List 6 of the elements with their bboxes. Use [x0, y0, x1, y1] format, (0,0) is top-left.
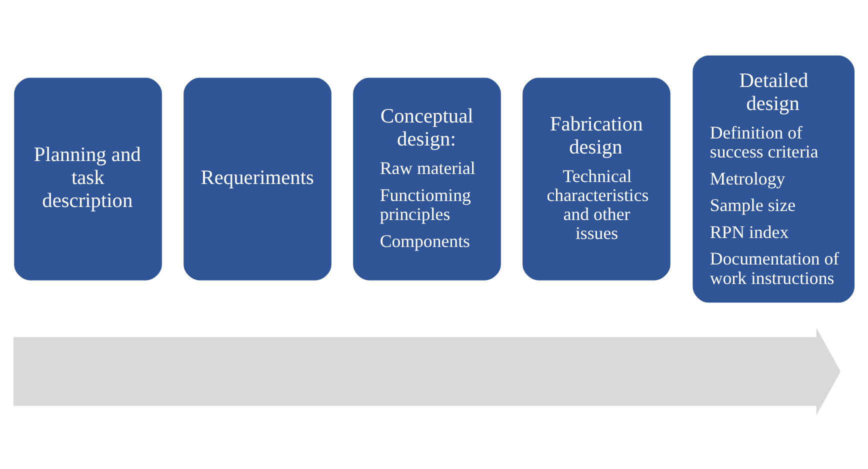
node-box: Fabrication design Technical characteristics and other issues [522, 78, 670, 280]
node-box: Conceptual design: Raw material Functioming principles Components [353, 78, 501, 280]
node-arrow [13, 328, 841, 416]
node-box: Planning and task description [14, 78, 162, 280]
node-box: Requeriments [184, 78, 332, 280]
node-box: Detailed design Definition of success criteria Metrology Sample size RPN index Documentation of work instructions [692, 55, 855, 303]
